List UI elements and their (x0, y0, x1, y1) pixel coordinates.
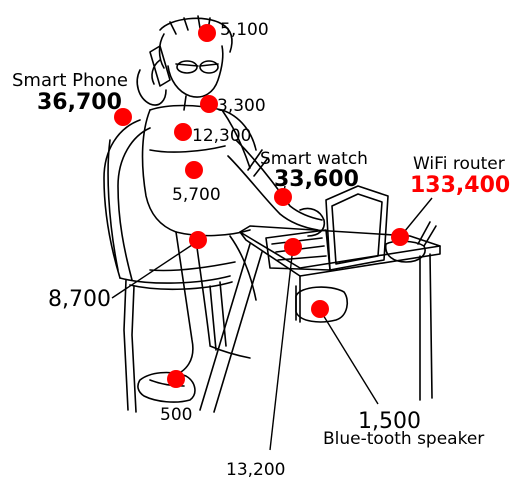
dot-laptop (284, 238, 302, 256)
callout-wifi-router-value: 133,400 (410, 173, 510, 198)
leader-line-speaker (320, 310, 378, 404)
dot-thigh (189, 231, 207, 249)
person-sketch (137, 16, 324, 402)
leader-line-laptop (270, 247, 293, 450)
dot-wifi-router (391, 228, 409, 246)
dot-speaker (311, 300, 329, 318)
dot-head (198, 24, 216, 42)
callout-smart-phone: Smart Phone 36,700 (12, 70, 128, 115)
table-sketch (200, 226, 440, 412)
value-chest: 12,300 (192, 126, 251, 146)
sketch-illustration (104, 16, 440, 412)
value-neck: 3,300 (217, 96, 266, 116)
value-head: 5,100 (220, 20, 269, 40)
dot-foot (167, 370, 185, 388)
callout-smart-phone-label: Smart Phone (12, 70, 128, 91)
callout-smart-phone-value: 36,700 (37, 90, 122, 115)
value-abdomen: 5,700 (172, 185, 221, 205)
dot-chest (174, 123, 192, 141)
dot-abdomen (185, 161, 203, 179)
dot-neck (200, 95, 218, 113)
callout-wifi-router: WiFi router 133,400 (410, 154, 510, 198)
value-thigh: 8,700 (48, 287, 111, 312)
callout-bluetooth-speaker-label: Blue-tooth speaker (323, 429, 484, 449)
callout-smart-watch-value: 33,600 (274, 167, 359, 192)
value-foot: 500 (160, 405, 192, 425)
chair-sketch (104, 120, 235, 412)
callout-bluetooth-speaker: 1,500 Blue-tooth speaker (323, 409, 484, 449)
callout-wifi-router-label: WiFi router (413, 154, 505, 174)
callout-smart-watch-label: Smart watch (260, 149, 368, 169)
value-laptop: 13,200 (226, 460, 285, 480)
callout-smart-watch: Smart watch 33,600 (260, 149, 368, 192)
